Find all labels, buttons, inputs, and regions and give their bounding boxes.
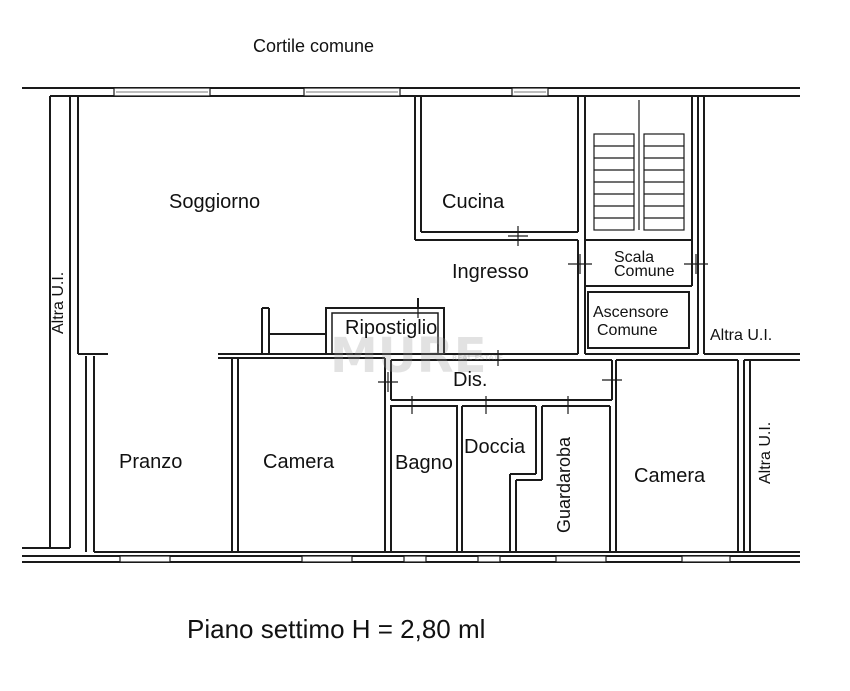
room-label-cucina: Cucina <box>442 191 505 213</box>
watermark-logo: MURE <box>330 328 487 384</box>
plan-caption: Piano settimo H = 2,80 ml <box>187 614 485 644</box>
room-label-bagno: Bagno <box>395 452 453 474</box>
room-label-camera-2: Camera <box>634 465 706 487</box>
label-scala-line1: Scala <box>614 249 654 266</box>
label-ascensore-line2: Comune <box>597 322 658 339</box>
room-label-ingresso: Ingresso <box>452 261 529 283</box>
room-label-soggiorno: Soggiorno <box>169 191 260 213</box>
neighbor-label-right-top: Altra U.I. <box>710 327 772 344</box>
door-markers <box>378 226 708 414</box>
room-label-guardaroba: Guardaroba <box>554 436 574 533</box>
staircase <box>593 100 685 231</box>
room-label-ripostiglio: Ripostiglio <box>345 317 437 339</box>
watermark-subtitle: REAL ESTATE <box>452 354 503 362</box>
room-label-dis: Dis. <box>453 369 487 391</box>
watermark: MURE REAL ESTATE <box>330 328 503 384</box>
windows <box>113 87 731 563</box>
courtyard-label: Cortile comune <box>253 36 374 56</box>
room-labels: Cortile comune Soggiorno Cucina Ingresso… <box>50 36 774 644</box>
label-ascensore-line1: Ascensore <box>593 304 669 321</box>
room-label-pranzo: Pranzo <box>119 451 182 473</box>
label-scala-line2: Comune <box>614 263 675 280</box>
neighbor-label-left: Altra U.I. <box>50 272 67 334</box>
room-label-camera-1: Camera <box>263 451 335 473</box>
neighbor-label-right-bottom: Altra U.I. <box>757 422 774 484</box>
room-label-doccia: Doccia <box>464 436 526 458</box>
